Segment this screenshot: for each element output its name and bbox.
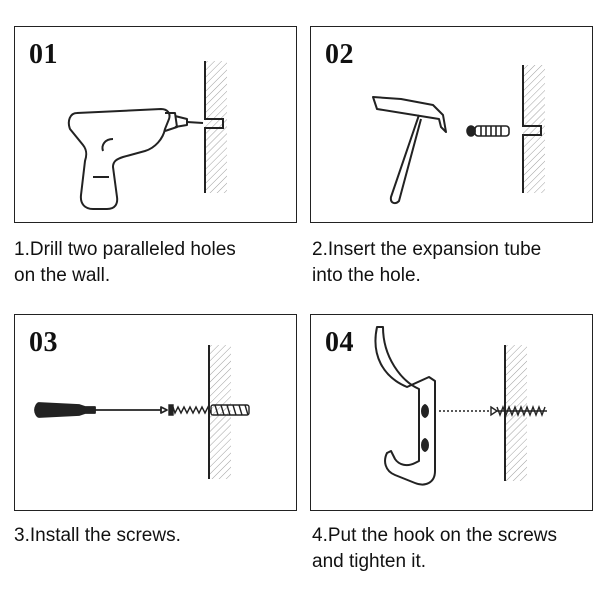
- wall-hook-icon: [374, 326, 436, 486]
- step-1-caption: 1.Drill two paralleled holes on the wall…: [14, 237, 304, 289]
- screw-icon: [168, 404, 212, 416]
- step-1-number: 01: [29, 39, 58, 70]
- step-1-caption-line-2: on the wall.: [14, 265, 111, 286]
- step-3-caption-line-1: 3.Install the screws.: [14, 525, 181, 546]
- step-3-caption: 3.Install the screws.: [14, 523, 304, 549]
- step-4-caption: 4.Put the hook on the screws and tighten…: [312, 523, 600, 575]
- hammer-icon: [372, 96, 447, 205]
- step-2-panel: 02: [310, 26, 593, 223]
- screwdriver-icon: [34, 402, 168, 418]
- step-3-panel: 03: [14, 314, 297, 511]
- step-2-caption: 2.Insert the expansion tube into the hol…: [312, 237, 600, 289]
- step-1-panel: 01: [14, 26, 297, 223]
- step-4-caption-line-2: and tighten it.: [312, 551, 427, 572]
- wall-icon: [522, 65, 545, 193]
- wall-icon: [204, 61, 227, 193]
- step-1-caption-line-1: 1.Drill two paralleled holes: [14, 239, 236, 260]
- step-4-panel: 04: [310, 314, 593, 511]
- screw-icon: [439, 405, 547, 417]
- step-2-caption-line-2: into the hole.: [312, 265, 421, 286]
- step-4-number: 04: [325, 327, 354, 358]
- expansion-tube-icon: [210, 404, 250, 416]
- step-3-number: 03: [29, 327, 58, 358]
- wall-icon: [208, 345, 231, 479]
- step-2-caption-line-1: 2.Insert the expansion tube: [312, 239, 542, 260]
- step-2-number: 02: [325, 39, 354, 70]
- drill-icon: [67, 108, 204, 210]
- step-4-caption-line-1: 4.Put the hook on the screws: [312, 525, 558, 546]
- expansion-tube-icon: [466, 125, 510, 137]
